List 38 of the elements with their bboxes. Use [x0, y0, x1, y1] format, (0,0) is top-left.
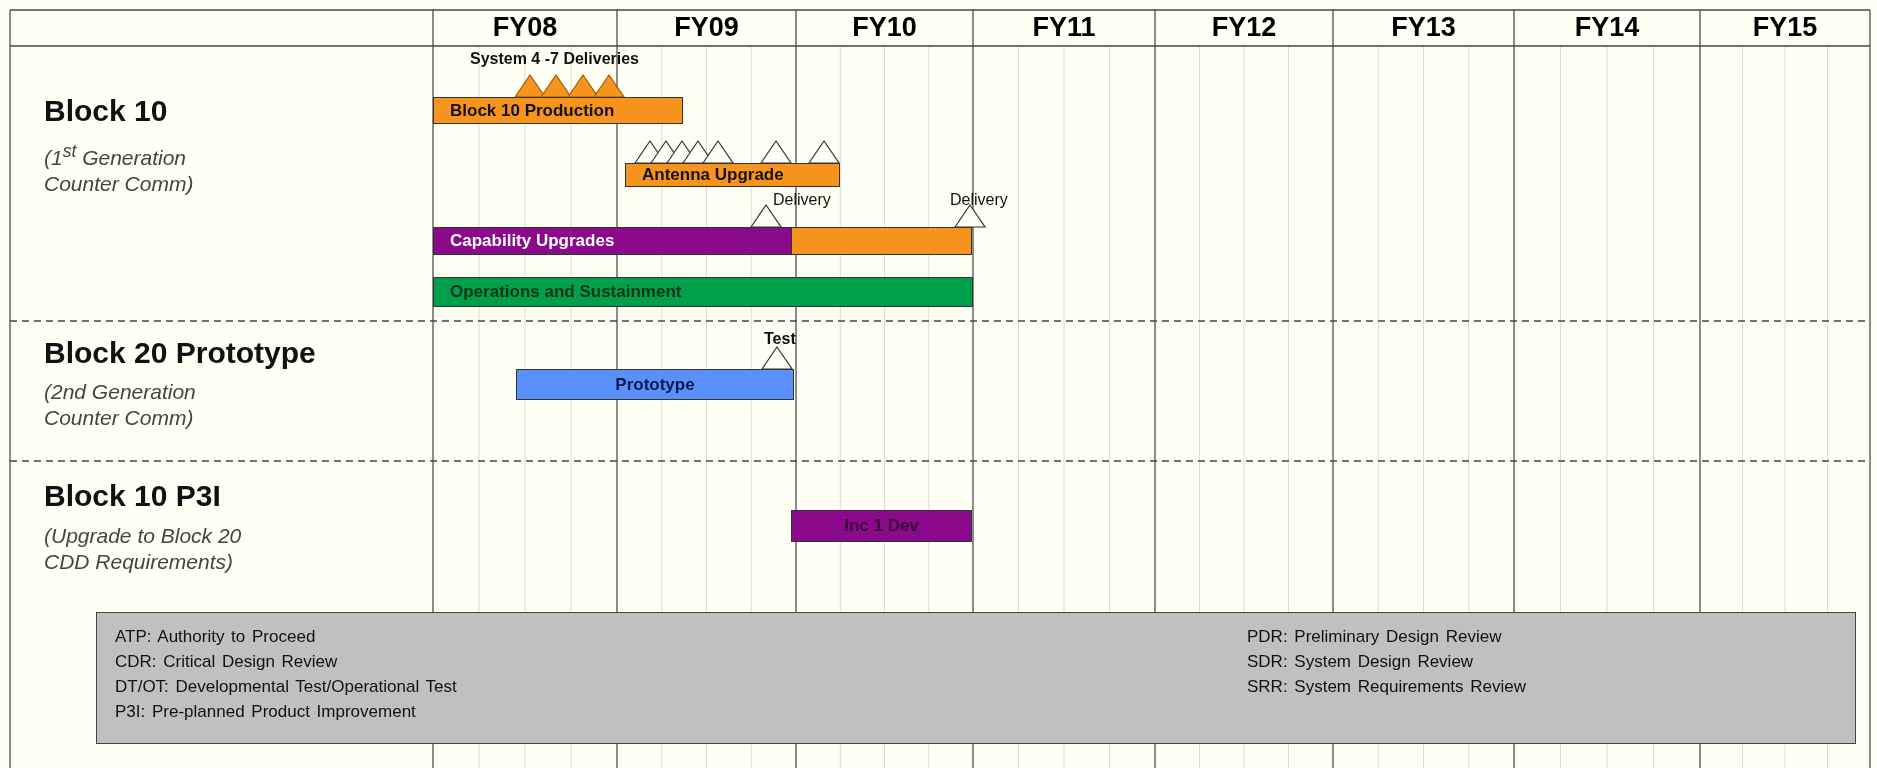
bar-label: Capability Upgrades [449, 231, 615, 251]
fiscal-year-header: FY10 [851, 12, 918, 43]
milestone-label: Delivery [950, 191, 1008, 209]
gantt-bar [791, 227, 972, 255]
fiscal-year-header: FY12 [1210, 12, 1278, 43]
glossary-entry: ATP: Authority to Proceed [115, 627, 316, 647]
fiscal-year-header: FY14 [1573, 12, 1641, 43]
glossary-entry: SDR: System Design Review [1247, 652, 1474, 672]
fiscal-year-header: FY13 [1390, 12, 1457, 43]
gantt-bar [791, 510, 972, 542]
bar-label: Block 10 Production [449, 100, 615, 121]
glossary-panel [96, 612, 1856, 744]
bar-label: Inc 1 Dev [844, 516, 919, 536]
glossary-entry: DT/OT: Developmental Test/Operational Test [115, 677, 457, 697]
milestone-label: Test [764, 330, 796, 348]
row-description: (1$^{st}$ Generation Counter Comm) [44, 140, 195, 197]
row-heading: Block 20 Prototype [44, 336, 316, 370]
row-description: (Upgrade to Block 20 CDD Requirements) [44, 523, 243, 575]
gantt-bar [625, 163, 840, 187]
glossary-entry: CDR: Critical Design Review [115, 652, 338, 672]
gantt-bar [433, 277, 973, 307]
glossary-entry: P3I: Pre-planned Product Improvement [115, 702, 416, 722]
bar-label: Antenna Upgrade [641, 165, 784, 185]
row-description: (2nd Generation Counter Comm) [44, 379, 197, 431]
fiscal-year-header: FY09 [673, 12, 740, 43]
row-heading: Block 10 [44, 94, 168, 128]
glossary-entry: SRR: System Requirements Review [1247, 677, 1527, 697]
milestone-label: Delivery [773, 191, 831, 209]
milestone-label: System 4 -7 Deliveries [470, 50, 639, 68]
bar-label: Prototype [615, 374, 695, 395]
bar-label: Operations and Sustainment [449, 282, 682, 302]
gantt-bar [433, 227, 792, 255]
fiscal-year-header: FY11 [1031, 12, 1097, 43]
fiscal-year-header: FY08 [491, 12, 559, 43]
fiscal-year-header: FY15 [1751, 12, 1819, 43]
gantt-bar [516, 369, 794, 400]
glossary-entry: PDR: Preliminary Design Review [1247, 627, 1502, 647]
row-heading: Block 10 P3I [44, 479, 221, 513]
